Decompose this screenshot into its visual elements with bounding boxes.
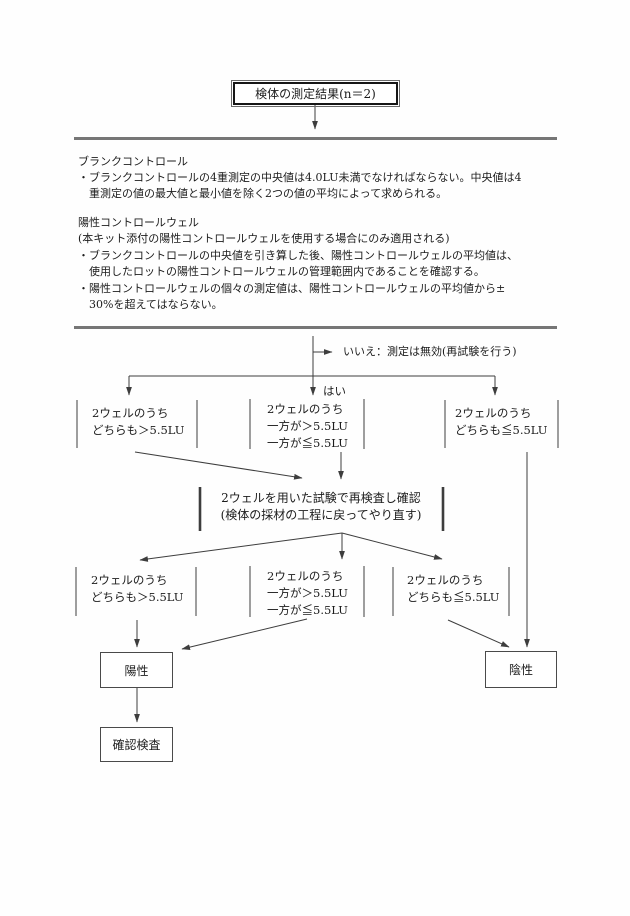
separator-top [74, 137, 557, 140]
row1-cell-mixed: 2ウェルのうち 一方が＞5.5LU 一方が≦5.5LU [267, 401, 348, 452]
branch-yes-label: はい [323, 384, 346, 398]
positive-control-scope-note: (本キット添付の陽性コントロールウェルを使用する場合にのみ適用される) [78, 232, 450, 245]
negative-result-label: 陰性 [508, 663, 533, 677]
edge-retest-to-row2-right [341, 532, 443, 560]
row1-cell-both-below: 2ウェルのうち どちらも≦5.5LU [455, 405, 548, 439]
retest-line2: (検体の採材の工程に戻ってやり直す) [220, 508, 422, 522]
edge-row2-mid-to-positive [181, 618, 308, 650]
row1-mixed-line1: 2ウェルのうち [267, 402, 344, 416]
positive-control-line1: ・ブランクコントロールの中央値を引き算した後、陽性コントロールウェルの平均値は、 [78, 249, 518, 262]
row2-both-above-line1: 2ウェルのうち [91, 573, 168, 587]
row1-both-above-line2: どちらも＞5.5LU [92, 423, 185, 437]
edge-row1-left-to-retest [134, 451, 303, 480]
row2-mixed-line2: 一方が＞5.5LU [267, 586, 348, 600]
row2-both-above-line2: どちらも＞5.5LU [91, 590, 184, 604]
branch-no-label: いいえ：測定は無効(再試験を行う) [343, 345, 517, 358]
positive-control-line2: 使用したロットの陽性コントロールウェルの管理範囲内であることを確認する。 [89, 265, 485, 278]
row2-cell-both-above: 2ウェルのうち どちらも＞5.5LU [91, 572, 184, 606]
retest-node: 2ウェルを用いた試験で再検査し確認 (検体の採材の工程に戻ってやり直す) [199, 490, 443, 524]
confirmatory-test-label: 確認検査 [112, 738, 161, 752]
blank-control-heading: ブランクコントロール [78, 155, 188, 168]
retest-cell-bars [198, 487, 445, 531]
confirmatory-test-node: 確認検査 [100, 727, 173, 762]
start-node-label: 検体の測定結果(n＝2) [255, 87, 376, 101]
positive-result-node: 陽性 [100, 652, 173, 688]
row1-both-below-line1: 2ウェルのうち [455, 406, 532, 420]
edge-retest-to-row2-left [139, 532, 343, 562]
row1-both-above-line1: 2ウェルのうち [92, 406, 169, 420]
blank-control-line1: ・ブランクコントロールの4重測定の中央値は4.0LU未満でなければならない。中央… [78, 171, 522, 184]
row2-both-below-line1: 2ウェルのうち [407, 573, 484, 587]
row1-both-below-line2: どちらも≦5.5LU [455, 423, 548, 437]
row2-mixed-line3: 一方が≦5.5LU [267, 603, 348, 617]
edge-row2-right-to-negative [447, 619, 510, 648]
row1-mixed-line3: 一方が≦5.5LU [267, 436, 348, 450]
row2-cell-bars [75, 566, 510, 617]
row1-cell-bars [76, 399, 559, 449]
positive-control-line4: 30%を超えてはならない。 [89, 298, 223, 311]
row1-cell-both-above: 2ウェルのうち どちらも＞5.5LU [92, 405, 185, 439]
positive-control-line3: ・陽性コントロールウェルの個々の測定値は、陽性コントロールウェルの平均値から± [78, 282, 506, 295]
blank-control-line2: 重測定の値の最大値と最小値を除く2つの値の平均によって求められる。 [89, 187, 448, 200]
separator-bottom [74, 326, 557, 329]
retest-line1: 2ウェルを用いた試験で再検査し確認 [221, 491, 421, 505]
negative-result-node: 陰性 [485, 651, 557, 688]
row1-mixed-line2: 一方が＞5.5LU [267, 419, 348, 433]
row2-cell-both-below: 2ウェルのうち どちらも≦5.5LU [407, 572, 500, 606]
row2-both-below-line2: どちらも≦5.5LU [407, 590, 500, 604]
positive-control-heading: 陽性コントロールウェル [78, 216, 199, 229]
row2-cell-mixed: 2ウェルのうち 一方が＞5.5LU 一方が≦5.5LU [267, 568, 348, 619]
row2-mixed-line1: 2ウェルのうち [267, 569, 344, 583]
positive-result-label: 陽性 [124, 663, 149, 678]
start-node: 検体の測定結果(n＝2) [231, 80, 400, 107]
